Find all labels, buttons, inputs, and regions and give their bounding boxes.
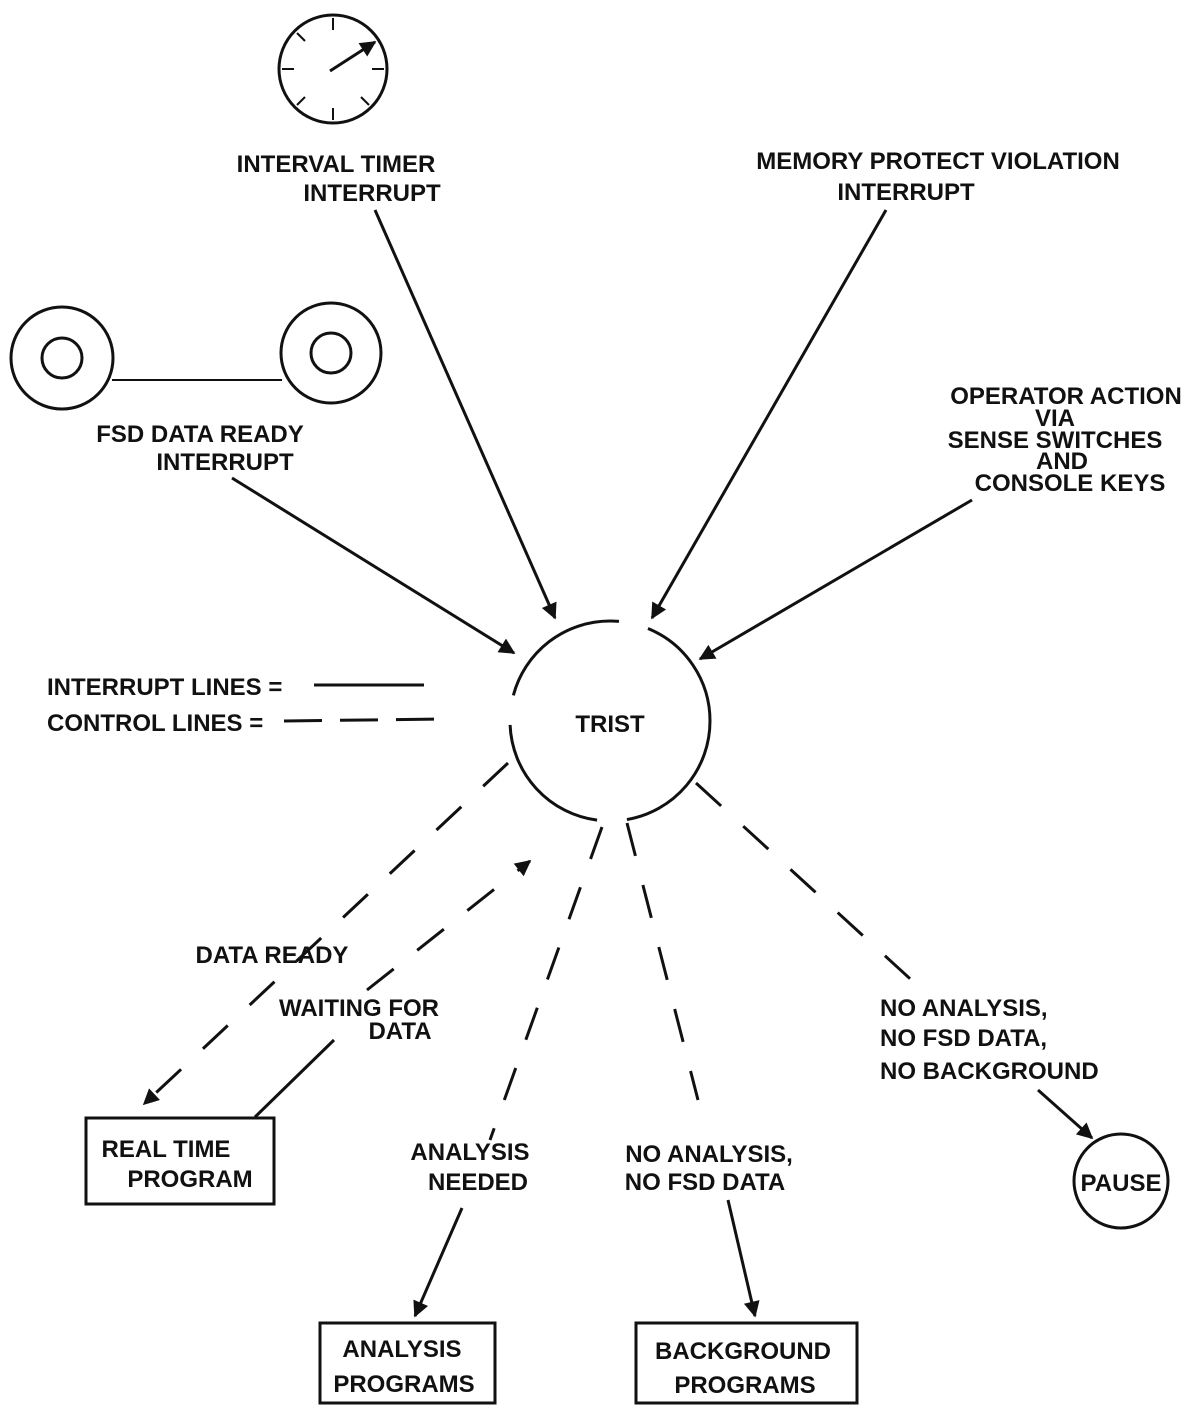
svg-text:REAL TIME: REAL TIME bbox=[102, 1136, 231, 1163]
trist-label: TRIST bbox=[575, 711, 645, 738]
no-analysis-no-fsd-no-background-label: NO ANALYSIS, NO FSD DATA, NO BACKGROUND bbox=[880, 995, 1099, 1085]
analysis-programs-box: ANALYSIS PROGRAMS bbox=[318, 1321, 497, 1405]
waiting-for-data-control-line bbox=[366, 859, 532, 992]
pause-arrow bbox=[1037, 1088, 1094, 1140]
clock-icon bbox=[277, 13, 389, 125]
operator-action-interrupt-line bbox=[698, 498, 973, 661]
svg-text:BACKGROUND: BACKGROUND bbox=[655, 1338, 831, 1365]
pause-node: PAUSE bbox=[1072, 1132, 1170, 1230]
data-ready-label: DATA READY bbox=[196, 942, 349, 969]
waiting-for-data-solid-line bbox=[253, 1038, 336, 1119]
svg-text:NO BACKGROUND: NO BACKGROUND bbox=[880, 1058, 1099, 1085]
no-analysis-no-fsd-label: NO ANALYSIS, NO FSD DATA bbox=[625, 1141, 793, 1196]
legend: INTERRUPT LINES = CONTROL LINES = bbox=[47, 674, 445, 737]
svg-text:SENSE SWITCHES: SENSE SWITCHES bbox=[948, 427, 1163, 454]
analysis-needed-label: ANALYSIS NEEDED bbox=[410, 1139, 529, 1196]
analysis-needed-control-line bbox=[488, 826, 604, 1141]
data-ready-control-line bbox=[142, 761, 510, 1106]
svg-text:VIA: VIA bbox=[1035, 405, 1075, 432]
svg-text:NO ANALYSIS,: NO ANALYSIS, bbox=[625, 1141, 793, 1168]
svg-text:NEEDED: NEEDED bbox=[428, 1169, 528, 1196]
waiting-for-data-label: WAITING FOR DATA bbox=[279, 995, 439, 1045]
memory-protect-label: MEMORY PROTECT VIOLATION INTERRUPT bbox=[756, 148, 1120, 206]
tape-reels-icon bbox=[9, 301, 383, 411]
legend-interrupt-label: INTERRUPT LINES = bbox=[47, 674, 282, 701]
svg-text:ANALYSIS: ANALYSIS bbox=[342, 1336, 461, 1363]
svg-text:FSD DATA READY: FSD DATA READY bbox=[96, 421, 304, 448]
svg-text:PROGRAM: PROGRAM bbox=[127, 1166, 252, 1193]
svg-text:OPERATOR ACTION: OPERATOR ACTION bbox=[950, 383, 1182, 410]
interval-timer-interrupt-line bbox=[373, 209, 557, 620]
svg-text:NO FSD DATA: NO FSD DATA bbox=[625, 1169, 785, 1196]
svg-text:DATA: DATA bbox=[368, 1018, 431, 1045]
svg-text:INTERVAL TIMER: INTERVAL TIMER bbox=[237, 151, 436, 178]
legend-control-swatch bbox=[283, 717, 445, 723]
background-programs-arrow bbox=[726, 1199, 760, 1318]
svg-text:NO ANALYSIS,: NO ANALYSIS, bbox=[880, 995, 1048, 1022]
svg-text:CONSOLE KEYS: CONSOLE KEYS bbox=[975, 470, 1166, 497]
operator-action-label: OPERATOR ACTION VIA SENSE SWITCHES AND C… bbox=[948, 383, 1182, 497]
interval-timer-label: INTERVAL TIMER INTERRUPT bbox=[237, 151, 441, 207]
svg-text:ANALYSIS: ANALYSIS bbox=[410, 1139, 529, 1166]
svg-text:NO FSD DATA,: NO FSD DATA, bbox=[880, 1025, 1047, 1052]
no-analysis-control-line bbox=[625, 822, 700, 1101]
pause-control-line bbox=[694, 781, 920, 988]
analysis-programs-arrow bbox=[413, 1207, 464, 1318]
svg-text:INTERRUPT: INTERRUPT bbox=[837, 179, 975, 206]
legend-control-label: CONTROL LINES = bbox=[47, 710, 263, 737]
svg-text:INTERRUPT: INTERRUPT bbox=[156, 449, 294, 476]
svg-text:PAUSE: PAUSE bbox=[1081, 1170, 1162, 1197]
svg-text:AND: AND bbox=[1036, 448, 1088, 475]
svg-text:MEMORY PROTECT VIOLATION: MEMORY PROTECT VIOLATION bbox=[756, 148, 1120, 175]
memory-protect-interrupt-line bbox=[650, 209, 888, 620]
trist-node: TRIST bbox=[508, 619, 712, 823]
svg-text:INTERRUPT: INTERRUPT bbox=[303, 180, 441, 207]
real-time-program-box: REAL TIME PROGRAM bbox=[84, 1116, 276, 1206]
svg-text:PROGRAMS: PROGRAMS bbox=[333, 1371, 474, 1398]
fsd-data-ready-interrupt-line bbox=[231, 476, 516, 655]
fsd-data-ready-label: FSD DATA READY INTERRUPT bbox=[96, 421, 304, 476]
svg-text:PROGRAMS: PROGRAMS bbox=[674, 1372, 815, 1399]
background-programs-box: BACKGROUND PROGRAMS bbox=[634, 1321, 859, 1405]
svg-text:WAITING FOR: WAITING FOR bbox=[279, 995, 439, 1022]
